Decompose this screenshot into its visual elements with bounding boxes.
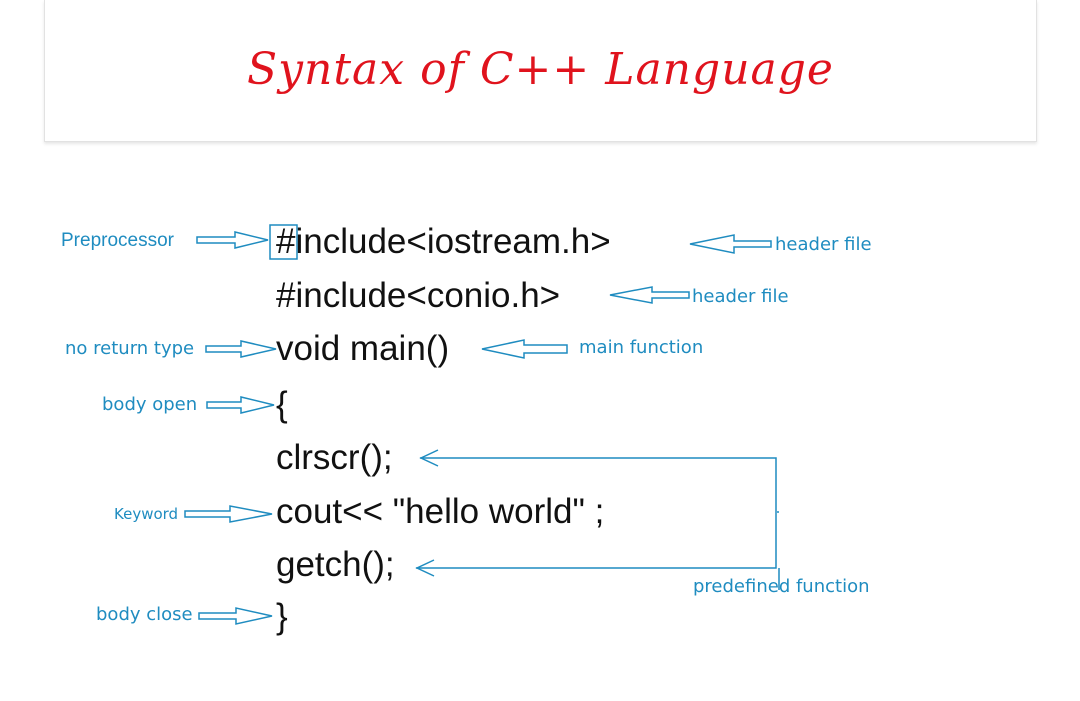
code-line-include-iostream: #include<iostream.h> xyxy=(276,222,611,261)
code-line-getch: getch(); xyxy=(276,545,395,584)
label-no-return-type: no return type xyxy=(65,338,195,359)
label-header-file-2: header file xyxy=(692,286,789,307)
code-line-cout: cout<< "hello world" ; xyxy=(276,492,605,531)
code-line-void-main: void main() xyxy=(276,329,450,368)
arrow-body-open xyxy=(206,396,275,414)
arrowhead-getch xyxy=(415,559,435,577)
code-line-body-close: } xyxy=(276,597,288,636)
label-body-open: body open xyxy=(102,394,198,415)
code-line-clrscr: clrscr(); xyxy=(276,438,393,477)
code-line-include-conio: #include<conio.h> xyxy=(276,276,561,315)
hash-highlight-box xyxy=(269,224,298,260)
label-body-close: body close xyxy=(96,604,193,625)
label-main-function: main function xyxy=(579,337,704,358)
diagram-title: Syntax of C++ Language xyxy=(247,44,834,95)
arrowhead-clrscr xyxy=(419,449,439,467)
label-header-file-1: header file xyxy=(775,234,872,255)
arrow-keyword xyxy=(184,505,273,523)
connector-predefined-function xyxy=(777,511,780,590)
arrow-no-return-type xyxy=(205,340,277,358)
label-preprocessor: Preprocessor xyxy=(61,230,174,251)
code-line-body-open: { xyxy=(276,385,288,424)
arrow-header-file-1 xyxy=(689,234,772,254)
bracket-predefined-function xyxy=(416,457,777,569)
arrow-preprocessor xyxy=(196,231,269,249)
arrow-header-file-2 xyxy=(609,286,690,304)
label-keyword: Keyword xyxy=(114,505,179,523)
arrow-main-function xyxy=(481,339,568,359)
title-card: Syntax of C++ Language xyxy=(44,0,1037,142)
label-predefined-function: predefined function xyxy=(693,576,870,597)
arrow-body-close xyxy=(198,607,273,625)
